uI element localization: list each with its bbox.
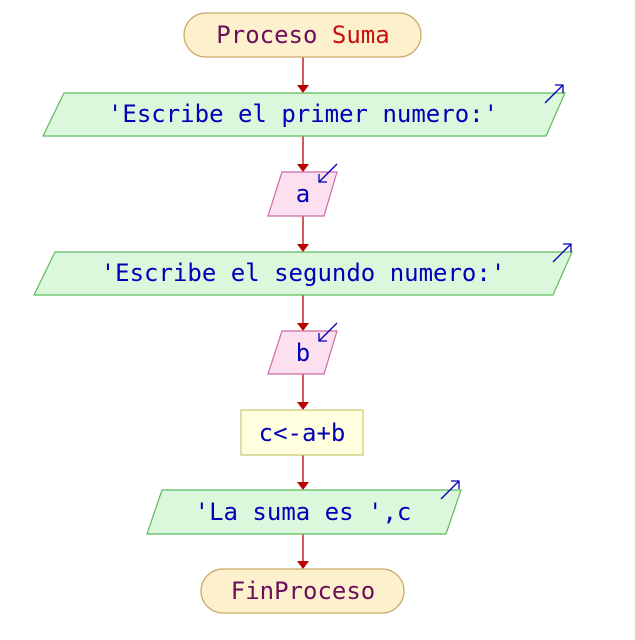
end-terminal: FinProceso	[200, 568, 405, 614]
input-variable: b	[296, 339, 310, 367]
end-label: FinProceso	[231, 577, 376, 605]
output-block: 'Escribe el primer numero:'	[42, 84, 566, 137]
start-shape	[183, 12, 422, 58]
arrowhead	[297, 402, 309, 410]
arrowhead	[297, 164, 309, 172]
arrowhead	[297, 482, 309, 490]
assignment-text: c<-a+b	[259, 419, 346, 447]
input-block: a	[267, 163, 338, 217]
arrowhead	[297, 85, 309, 93]
assignment-shape	[240, 409, 364, 456]
output-text: 'Escribe el primer numero:'	[108, 100, 498, 128]
start-label: Proceso Suma	[216, 21, 389, 49]
assignment-block: c<-a+b	[240, 409, 364, 456]
output-text: 'Escribe el segundo numero:'	[101, 259, 506, 287]
input-shape	[267, 330, 338, 375]
input-block: b	[267, 322, 338, 375]
output-shape	[33, 251, 573, 296]
end-shape	[200, 568, 405, 614]
arrowhead	[297, 244, 309, 252]
input-shape	[267, 171, 338, 217]
input-arrow-icon	[318, 163, 338, 183]
output-block: 'La suma es ',c	[146, 480, 462, 535]
arrowhead	[297, 323, 309, 331]
input-variable: a	[296, 180, 310, 208]
output-shape	[146, 489, 462, 535]
arrowhead	[297, 561, 309, 569]
output-shape	[42, 92, 566, 137]
connectors	[297, 57, 309, 569]
output-arrow-icon	[440, 480, 460, 500]
output-text: 'La suma es ',c	[195, 498, 412, 526]
input-arrow-icon	[318, 322, 338, 342]
process-name: Suma	[332, 21, 390, 49]
start-terminal: Proceso Suma	[183, 12, 422, 58]
output-arrow-icon	[552, 243, 572, 263]
process-keyword: Proceso	[216, 21, 317, 49]
output-arrow-icon	[544, 84, 564, 104]
output-block: 'Escribe el segundo numero:'	[33, 243, 573, 296]
